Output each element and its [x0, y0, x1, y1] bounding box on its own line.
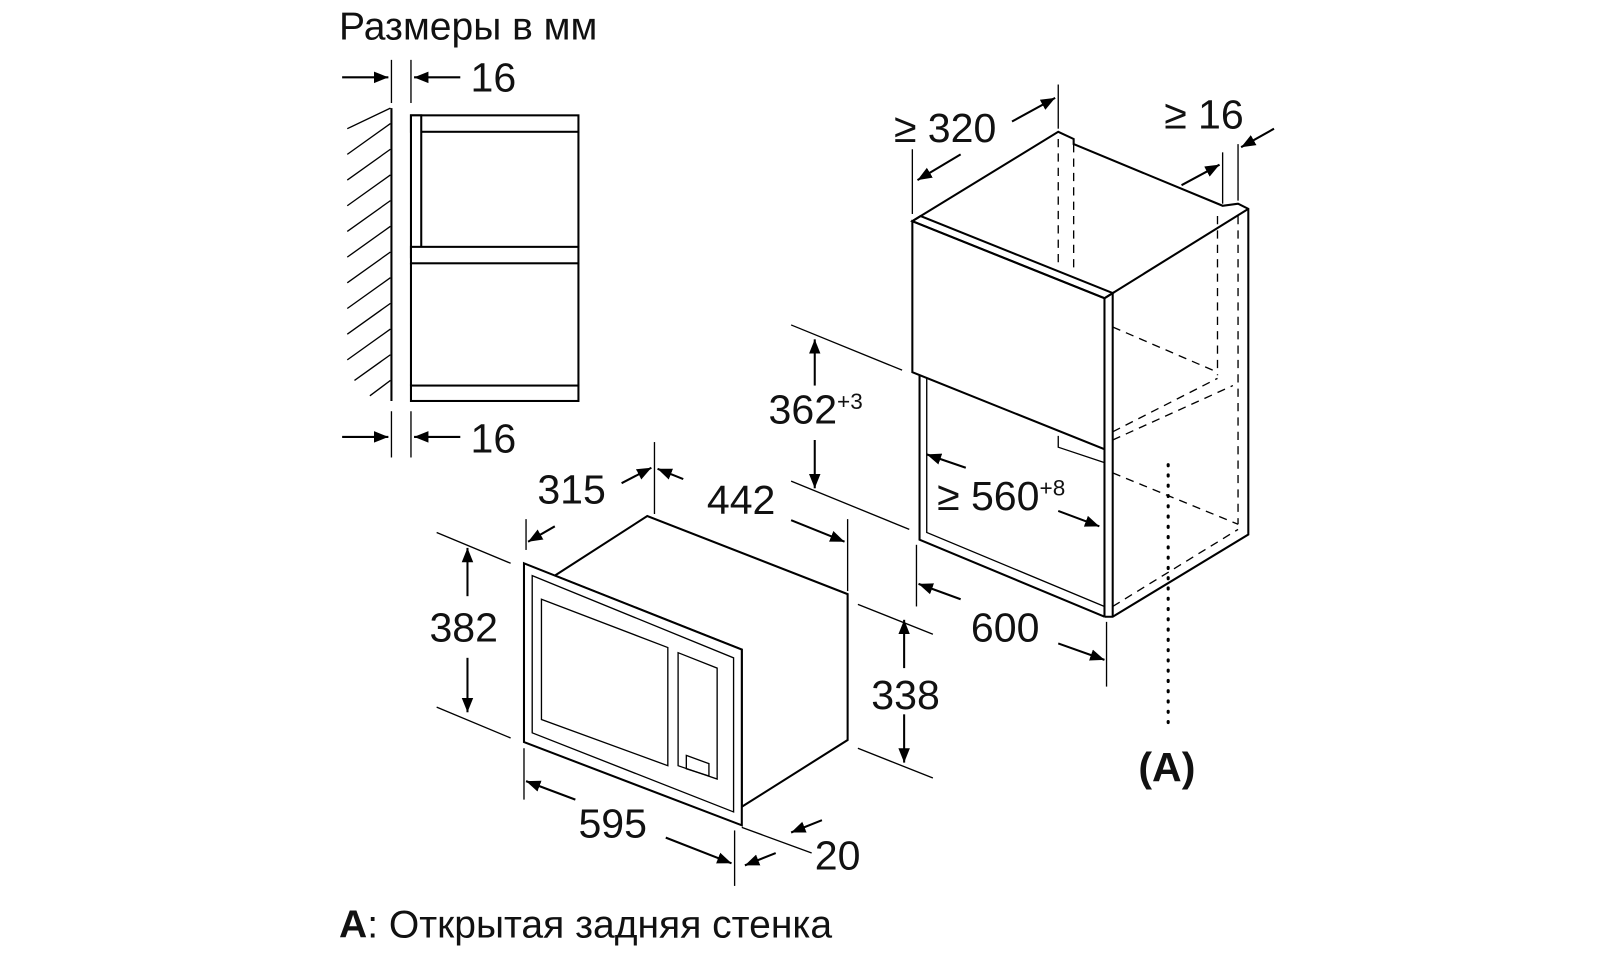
wall-hatching: [346, 107, 391, 397]
niche-width-label: ≥ 560+8: [937, 473, 1065, 519]
depth-label: 315: [537, 467, 606, 513]
cabinet-width-label: 600: [971, 604, 1040, 650]
body-width-label: 442: [707, 477, 776, 523]
side-top-gap-label: 16: [471, 55, 517, 101]
min-side-label: ≥ 16: [1164, 92, 1244, 138]
open-back-marker: (A): [1138, 744, 1195, 790]
side-view: 16 16: [342, 55, 580, 461]
min-depth-label: ≥ 320: [894, 105, 997, 151]
frame-thickness-label: 20: [815, 832, 861, 878]
cabinet-drawing: (A) ≥ 320 ≥ 16 362+3 ≥ 560+8 600: [769, 84, 1275, 790]
microwave-drawing: 382 315 442 338 595 20: [429, 442, 940, 886]
body-height-label: 338: [871, 672, 940, 718]
legend: A: Открытая задняя стенка: [339, 903, 832, 946]
side-bottom-gap-label: 16: [471, 415, 517, 461]
niche-height-value: 362: [769, 387, 838, 433]
frame-width-label: 595: [578, 801, 647, 847]
niche-width-tolerance: +8: [1040, 475, 1066, 500]
legend-key: A: [339, 903, 367, 946]
diagram-title: Размеры в мм: [339, 5, 597, 48]
niche-height-tolerance: +3: [837, 389, 863, 414]
niche-width-value: ≥ 560: [937, 473, 1040, 519]
legend-text: : Открытая задняя стенка: [367, 903, 832, 946]
niche-height-label: 362+3: [769, 387, 863, 433]
frame-height-label: 382: [429, 604, 498, 650]
